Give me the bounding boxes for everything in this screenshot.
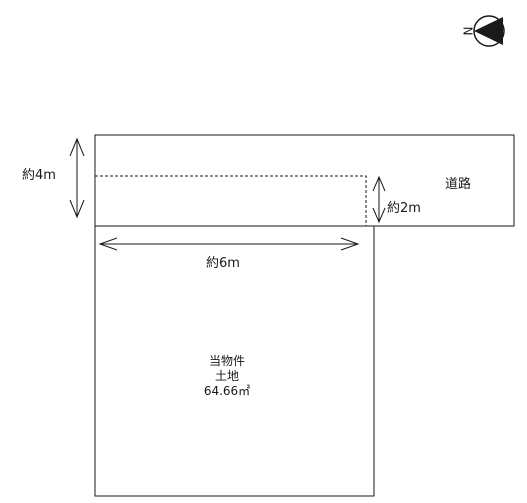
frontage-label: 約6m <box>206 256 240 271</box>
road-width-dimension-arrow <box>69 137 85 219</box>
frontage-dimension-arrow <box>98 237 360 251</box>
property-area: 64.66㎡ <box>203 384 251 398</box>
north-letter: N <box>462 27 476 36</box>
property-title: 当物件 <box>208 354 245 368</box>
road-label: 道路 <box>445 177 472 192</box>
setback-dimension-arrow <box>372 175 386 224</box>
north-arrow-icon: N <box>462 15 505 47</box>
road-width-label: 約4m <box>22 168 56 183</box>
property-type: 土地 <box>214 369 239 383</box>
property-lot-outline <box>94 225 375 497</box>
property-info-label: 当物件 土地 64.66㎡ <box>172 354 282 399</box>
setback-label: 約2m <box>387 201 421 216</box>
setback-dashed-line <box>95 175 367 226</box>
